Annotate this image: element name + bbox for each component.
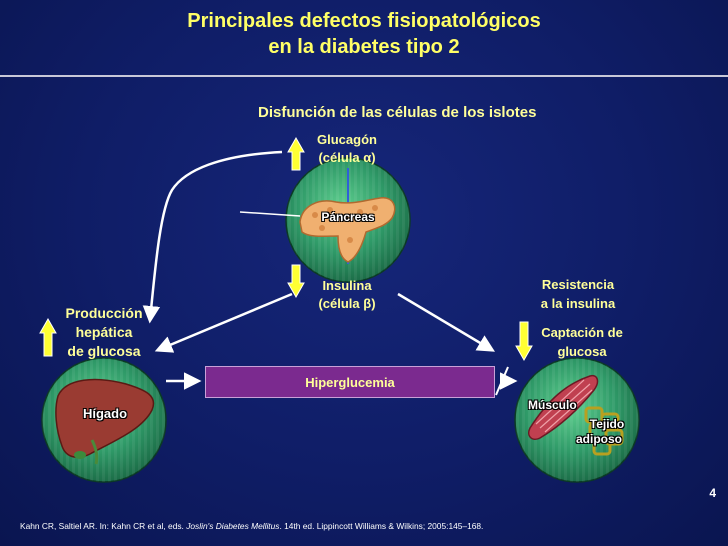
title-line-1: Principales defectos fisiopatológicos <box>187 10 541 32</box>
pancreas-label: Páncreas <box>321 210 375 224</box>
arrow-up-icon <box>39 317 57 357</box>
adipose-label-1: Tejido <box>589 417 625 431</box>
reference-footnote: Kahn CR, Saltiel AR. In: Kahn CR et al, … <box>20 521 483 531</box>
pancreas-label-pointer <box>239 211 301 217</box>
footnote-pre: Kahn CR, Saltiel AR. In: Kahn CR et al, … <box>20 521 187 531</box>
insulin-label: Insulina <box>322 278 372 293</box>
hyperglycemia-label: Hiperglucemia <box>305 374 395 390</box>
liver-production-label-3: de glucosa <box>67 343 141 359</box>
liver-production-label-1: Producción <box>65 305 143 321</box>
liver-organ-label: Hígado <box>82 406 128 421</box>
insulin-to-muscle-arrow <box>397 292 496 352</box>
muscle-illustration <box>528 374 599 440</box>
liver-production-label-2: hepática <box>75 324 133 340</box>
glucose-uptake-label-2: glucosa <box>557 344 607 359</box>
insulin-resistance-label-2: a la insulina <box>540 296 616 311</box>
title-divider <box>0 75 728 77</box>
glucagon-cell-label: (célula α) <box>318 150 376 165</box>
adipose-illustration <box>584 406 624 456</box>
arrow-down-icon <box>287 264 305 299</box>
adipose-label-2: adiposo <box>575 432 622 446</box>
connector-lines <box>142 150 518 390</box>
hyperglycemia-box: Hiperglucemia <box>205 366 495 398</box>
blocked-flow-slash <box>495 366 509 396</box>
liver-illustration <box>55 378 155 465</box>
glucagon-to-liver-arrow <box>142 150 283 324</box>
islet-dysfunction-heading: Disfunción de las células de los islotes <box>258 104 537 121</box>
glucose-uptake-label-1: Captación de <box>541 325 623 340</box>
pancreas-illustration <box>299 168 396 264</box>
title-line-2: en la diabetes tipo 2 <box>268 36 460 58</box>
arrow-up-icon <box>287 136 305 171</box>
insulin-cell-label: (célula β) <box>318 296 376 311</box>
muscle-circle <box>514 357 640 483</box>
arrow-down-icon <box>515 321 533 362</box>
muscle-organ-label: Músculo <box>528 398 577 412</box>
page-number: 4 <box>709 486 716 500</box>
insulin-resistance-label-1: Resistencia <box>541 277 615 292</box>
footnote-post: . 14th ed. Lippincott Williams & Wilkins… <box>279 521 484 531</box>
glucagon-label: Glucagón <box>317 132 377 147</box>
insulin-to-liver-arrow <box>154 292 293 353</box>
footnote-italic: Joslin's Diabetes Mellitus <box>186 521 280 531</box>
